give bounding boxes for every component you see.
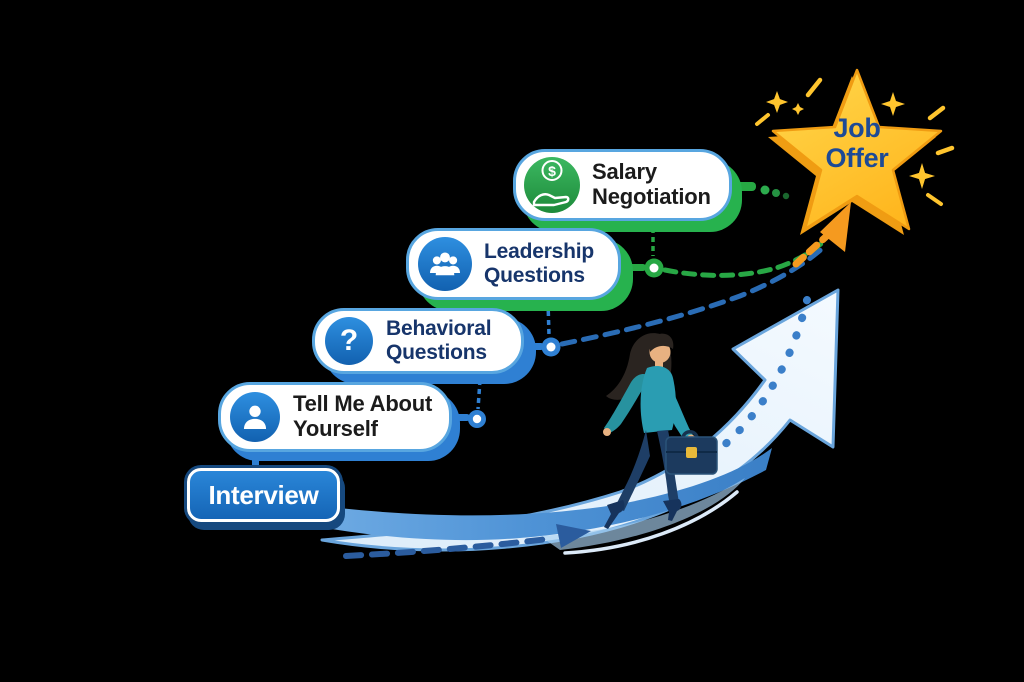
path-ribbon [228, 448, 772, 555]
orange-arrow [792, 202, 851, 268]
interview-badge: Interview [187, 468, 340, 522]
people-group-icon [418, 237, 472, 291]
person-icon [230, 392, 280, 442]
connector-node-tellme [448, 379, 486, 428]
step-leadership-questions: Leadership Questions [406, 228, 621, 300]
dashed-curve-blue [559, 242, 829, 347]
sparkles [755, 77, 955, 206]
hand-holding-dollar-icon: $ [524, 157, 580, 213]
open-hand-glyph [532, 193, 570, 207]
step-label: Leadership Questions [484, 240, 595, 287]
dashed-curve-green [662, 238, 827, 278]
job-offer-label: Job Offer [825, 113, 889, 174]
step-label: Behavioral Questions [386, 317, 492, 364]
step-salary-negotiation: $ Salary Negotiation [513, 149, 732, 221]
connector-node-behavioral [520, 301, 561, 357]
interview-label: Interview [208, 479, 319, 510]
question-mark-icon: ? [325, 317, 373, 365]
question-glyph: ? [339, 324, 359, 357]
walking-businesswoman [603, 333, 718, 529]
arrow-dotted-guide [708, 296, 811, 459]
step-tell-me-about-yourself: Tell Me About Yourself [218, 382, 452, 452]
step-behavioral-questions: ? Behavioral Questions [312, 308, 524, 374]
bottom-dashed-arrow [343, 524, 591, 559]
step-label: Tell Me About Yourself [293, 391, 433, 441]
dollar-coin: $ [541, 160, 563, 181]
dollar-glyph: $ [548, 162, 556, 179]
connector-interview [252, 448, 259, 472]
connector-salary [730, 182, 790, 200]
step-label: Salary Negotiation [592, 159, 711, 209]
connector-node-leadership [620, 228, 664, 278]
job-offer-star [768, 68, 943, 235]
